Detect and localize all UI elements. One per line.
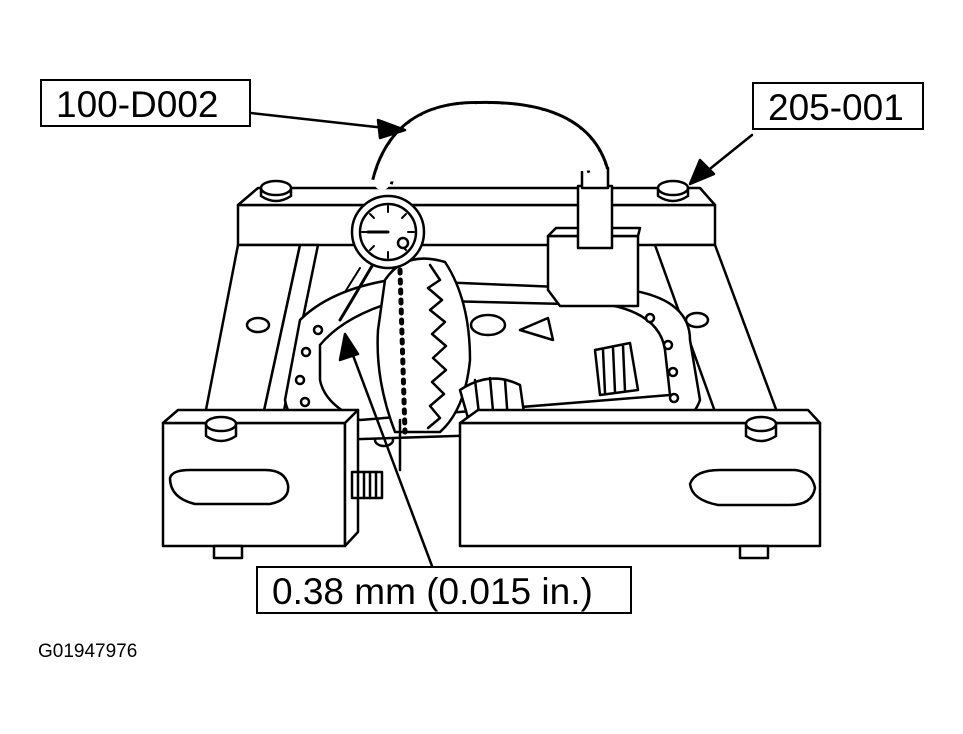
tool-number-callout-dial-indicator: 100-D002: [40, 79, 251, 127]
runout-spec-label: 0.38 mm (0.015 in.): [272, 571, 593, 612]
arrow-to-fixture-bolt: [688, 133, 754, 186]
bolt-front-left: [204, 415, 238, 443]
arrow-to-indicator-arm: [249, 111, 407, 140]
runout-spec-callout: 0.38 mm (0.015 in.): [256, 566, 632, 614]
tool-number-callout-holding-fixture: 205-001: [752, 82, 924, 130]
tool-number-label: 100-D002: [56, 84, 219, 125]
bolt-rear-right: [656, 179, 690, 203]
bolt-rear-left: [259, 179, 293, 203]
ring-gear: [376, 257, 527, 435]
dial-indicator: [338, 194, 426, 322]
figure-id: G01947976: [38, 641, 138, 662]
flexible-indicator-arm: [371, 100, 609, 190]
arrow-to-probe-point: [338, 332, 434, 568]
tool-number-label: 205-001: [768, 87, 904, 128]
front-clamp-blocks: [161, 408, 822, 560]
bolt-front-right: [744, 415, 778, 443]
fixture-bolts: [204, 179, 778, 443]
leader-arrows: [249, 111, 754, 568]
